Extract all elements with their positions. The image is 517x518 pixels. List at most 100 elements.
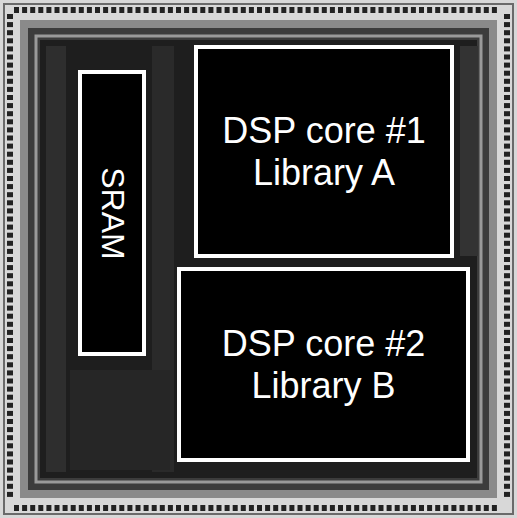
bond-pad — [79, 505, 84, 511]
bond-pad — [504, 233, 510, 238]
bond-pad — [7, 71, 13, 76]
bond-pad — [249, 7, 254, 13]
bond-pad — [136, 7, 141, 13]
bond-pad — [208, 505, 213, 511]
bond-pad — [504, 451, 510, 456]
bond-pad — [7, 14, 13, 19]
bond-pad — [7, 411, 13, 416]
bond-pad — [233, 505, 238, 511]
bond-pad — [504, 87, 510, 92]
bond-pad — [7, 289, 13, 294]
bond-pad — [504, 435, 510, 440]
bond-pad — [22, 7, 27, 13]
bond-pad — [504, 136, 510, 141]
bond-pad — [7, 176, 13, 181]
bond-pad — [504, 411, 510, 416]
bond-pad — [504, 484, 510, 489]
bond-pad — [504, 468, 510, 473]
bond-pad — [306, 505, 311, 511]
bond-pad — [362, 505, 367, 511]
block-label: SRAM — [94, 167, 131, 259]
bond-pad — [504, 184, 510, 189]
bond-pad — [281, 505, 286, 511]
bond-pad — [7, 379, 13, 384]
bond-pad — [504, 111, 510, 116]
bond-pad — [504, 200, 510, 205]
bond-pad — [468, 7, 473, 13]
bond-pad — [168, 7, 173, 13]
bond-pad — [314, 7, 319, 13]
bond-pad — [476, 505, 481, 511]
bond-pad — [504, 30, 510, 35]
bond-pad — [233, 7, 238, 13]
bond-pad — [7, 79, 13, 84]
bond-pad — [330, 7, 335, 13]
bond-pad — [484, 505, 489, 511]
bond-pad — [63, 7, 68, 13]
bond-pad — [504, 144, 510, 149]
bond-pad — [504, 395, 510, 400]
bond-pad — [7, 370, 13, 375]
bond-pad — [504, 152, 510, 157]
bond-pad — [7, 87, 13, 92]
bond-pad — [119, 7, 124, 13]
bond-pad — [7, 200, 13, 205]
bond-pad — [504, 95, 510, 100]
bond-pad — [298, 505, 303, 511]
bond-pad — [249, 505, 254, 511]
bond-pad — [7, 119, 13, 124]
bond-pad — [7, 387, 13, 392]
bond-pad — [322, 505, 327, 511]
bond-pad — [362, 7, 367, 13]
bond-pad — [504, 338, 510, 343]
bond-pad — [504, 225, 510, 230]
bond-pad — [7, 241, 13, 246]
bond-pad — [492, 505, 497, 511]
bond-pad — [281, 7, 286, 13]
bond-pad — [55, 505, 60, 511]
bond-pad — [460, 505, 465, 511]
bond-pad — [289, 7, 294, 13]
bond-pad — [7, 427, 13, 432]
bond-pad — [387, 7, 392, 13]
bond-pad — [504, 403, 510, 408]
bond-pad — [7, 476, 13, 481]
bond-pad — [7, 103, 13, 108]
bond-pad — [504, 63, 510, 68]
bond-pad — [7, 160, 13, 165]
bond-pad — [241, 7, 246, 13]
bond-pad — [330, 505, 335, 511]
bond-pad — [7, 257, 13, 262]
bond-pad — [7, 346, 13, 351]
bond-pad — [265, 505, 270, 511]
bond-pad — [387, 505, 392, 511]
bond-pad — [7, 298, 13, 303]
bond-pad — [460, 7, 465, 13]
bond-pad — [338, 505, 343, 511]
bond-pad — [427, 7, 432, 13]
bond-pad — [87, 505, 92, 511]
bond-pad — [7, 419, 13, 424]
bond-pad — [7, 435, 13, 440]
bond-pad — [298, 7, 303, 13]
bond-pad — [451, 7, 456, 13]
bond-pad — [411, 7, 416, 13]
bond-pad — [484, 7, 489, 13]
bond-pad — [395, 7, 400, 13]
bond-pad — [354, 7, 359, 13]
bond-pad — [346, 505, 351, 511]
bond-pad — [7, 127, 13, 132]
bond-pad — [200, 7, 205, 13]
bond-pad — [7, 362, 13, 367]
bond-pad — [370, 7, 375, 13]
bond-pad — [152, 7, 157, 13]
bond-pad — [7, 451, 13, 456]
bond-pad — [136, 505, 141, 511]
bond-pad — [435, 7, 440, 13]
bond-pad — [7, 322, 13, 327]
bond-pad — [71, 7, 76, 13]
bond-pad — [7, 38, 13, 43]
bond-pad — [119, 505, 124, 511]
bond-pad — [257, 505, 262, 511]
